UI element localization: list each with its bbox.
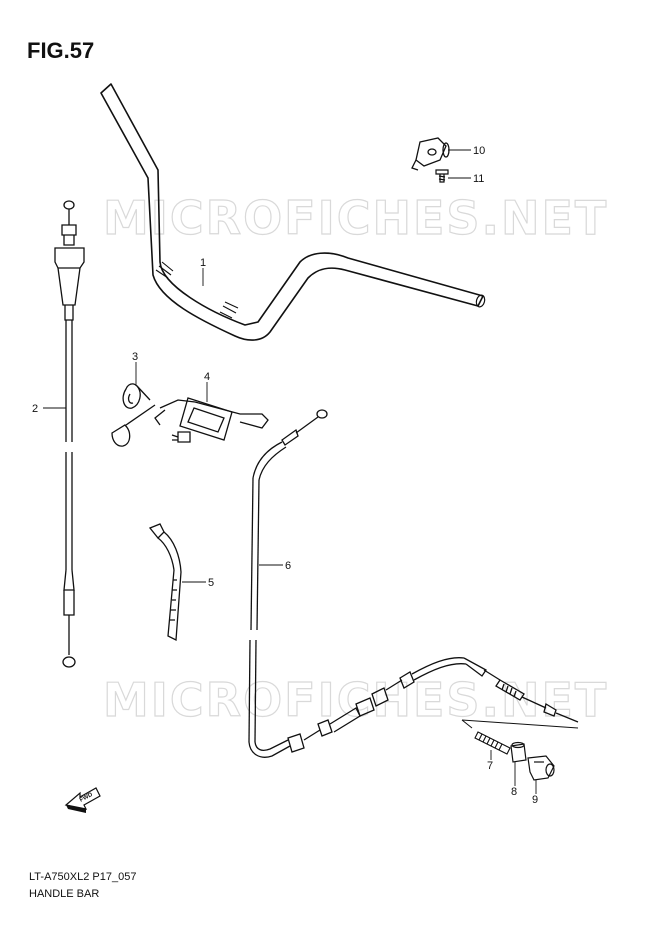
callout-5: 5 — [208, 577, 214, 589]
sub-assembly-bracket — [461, 719, 579, 729]
callout-11: 11 — [473, 173, 484, 185]
clamp-part[interactable] — [411, 137, 450, 171]
figure-code: LT-A750XL2 P17_057 — [29, 871, 137, 883]
callout-1: 1 — [200, 257, 206, 269]
screw-part[interactable] — [435, 169, 449, 183]
callout-9: 9 — [532, 794, 538, 806]
control-cable-part[interactable] — [248, 409, 579, 758]
cable-clip-part[interactable] — [111, 383, 156, 447]
callout-10: 10 — [473, 145, 485, 157]
callout-8: 8 — [511, 786, 517, 798]
callout-4: 4 — [204, 371, 210, 383]
callout-2: 2 — [32, 403, 38, 415]
bracket-part[interactable] — [154, 397, 269, 443]
watermark-bottom: MICROFICHES.NET — [103, 673, 608, 727]
spring-part[interactable] — [474, 731, 511, 755]
adjuster-part[interactable] — [527, 755, 555, 781]
figure-title: FIG.57 — [27, 38, 95, 63]
forward-arrow-icon: FWD — [64, 787, 101, 813]
cable-tie-part[interactable] — [148, 523, 182, 642]
leader-lines — [43, 149, 537, 794]
cable-end-part[interactable] — [510, 741, 527, 763]
watermark-top: MICROFICHES.NET — [103, 191, 608, 245]
callout-6: 6 — [285, 560, 291, 572]
callout-3: 3 — [132, 351, 138, 363]
handlebar-part[interactable] — [100, 83, 486, 341]
callout-7: 7 — [487, 760, 493, 772]
throttle-cable-part[interactable] — [54, 200, 85, 668]
figure-name: HANDLE BAR — [29, 888, 100, 900]
